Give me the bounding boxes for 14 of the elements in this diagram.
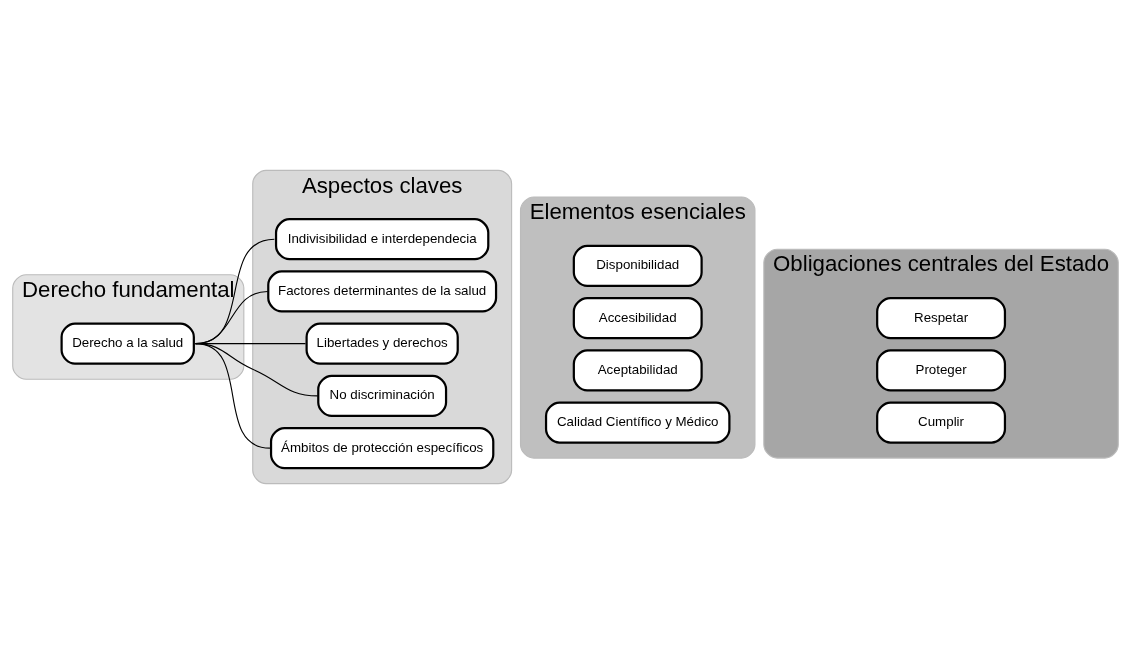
node-box: Libertades y derechos	[305, 322, 459, 365]
node-box: Factores determinantes de la salud	[267, 269, 498, 313]
connector	[194, 342, 271, 449]
node-box: Indivisibilidad e interdependecia	[274, 217, 490, 260]
node-box: Derecho a la salud	[60, 322, 195, 365]
node-box: Disponibilidad	[572, 244, 703, 287]
node-box: Aceptabilidad	[572, 348, 703, 391]
node-box: Cumplir	[876, 400, 1007, 444]
node-box: Proteger	[876, 348, 1007, 391]
node-box: Respetar	[876, 296, 1007, 339]
node-box: Ámbitos de protección específicos	[269, 426, 495, 469]
node-box: No discriminación	[317, 374, 448, 417]
node-box: Accesibilidad	[572, 296, 703, 339]
node-box: Calidad Científico y Médico	[544, 400, 731, 444]
